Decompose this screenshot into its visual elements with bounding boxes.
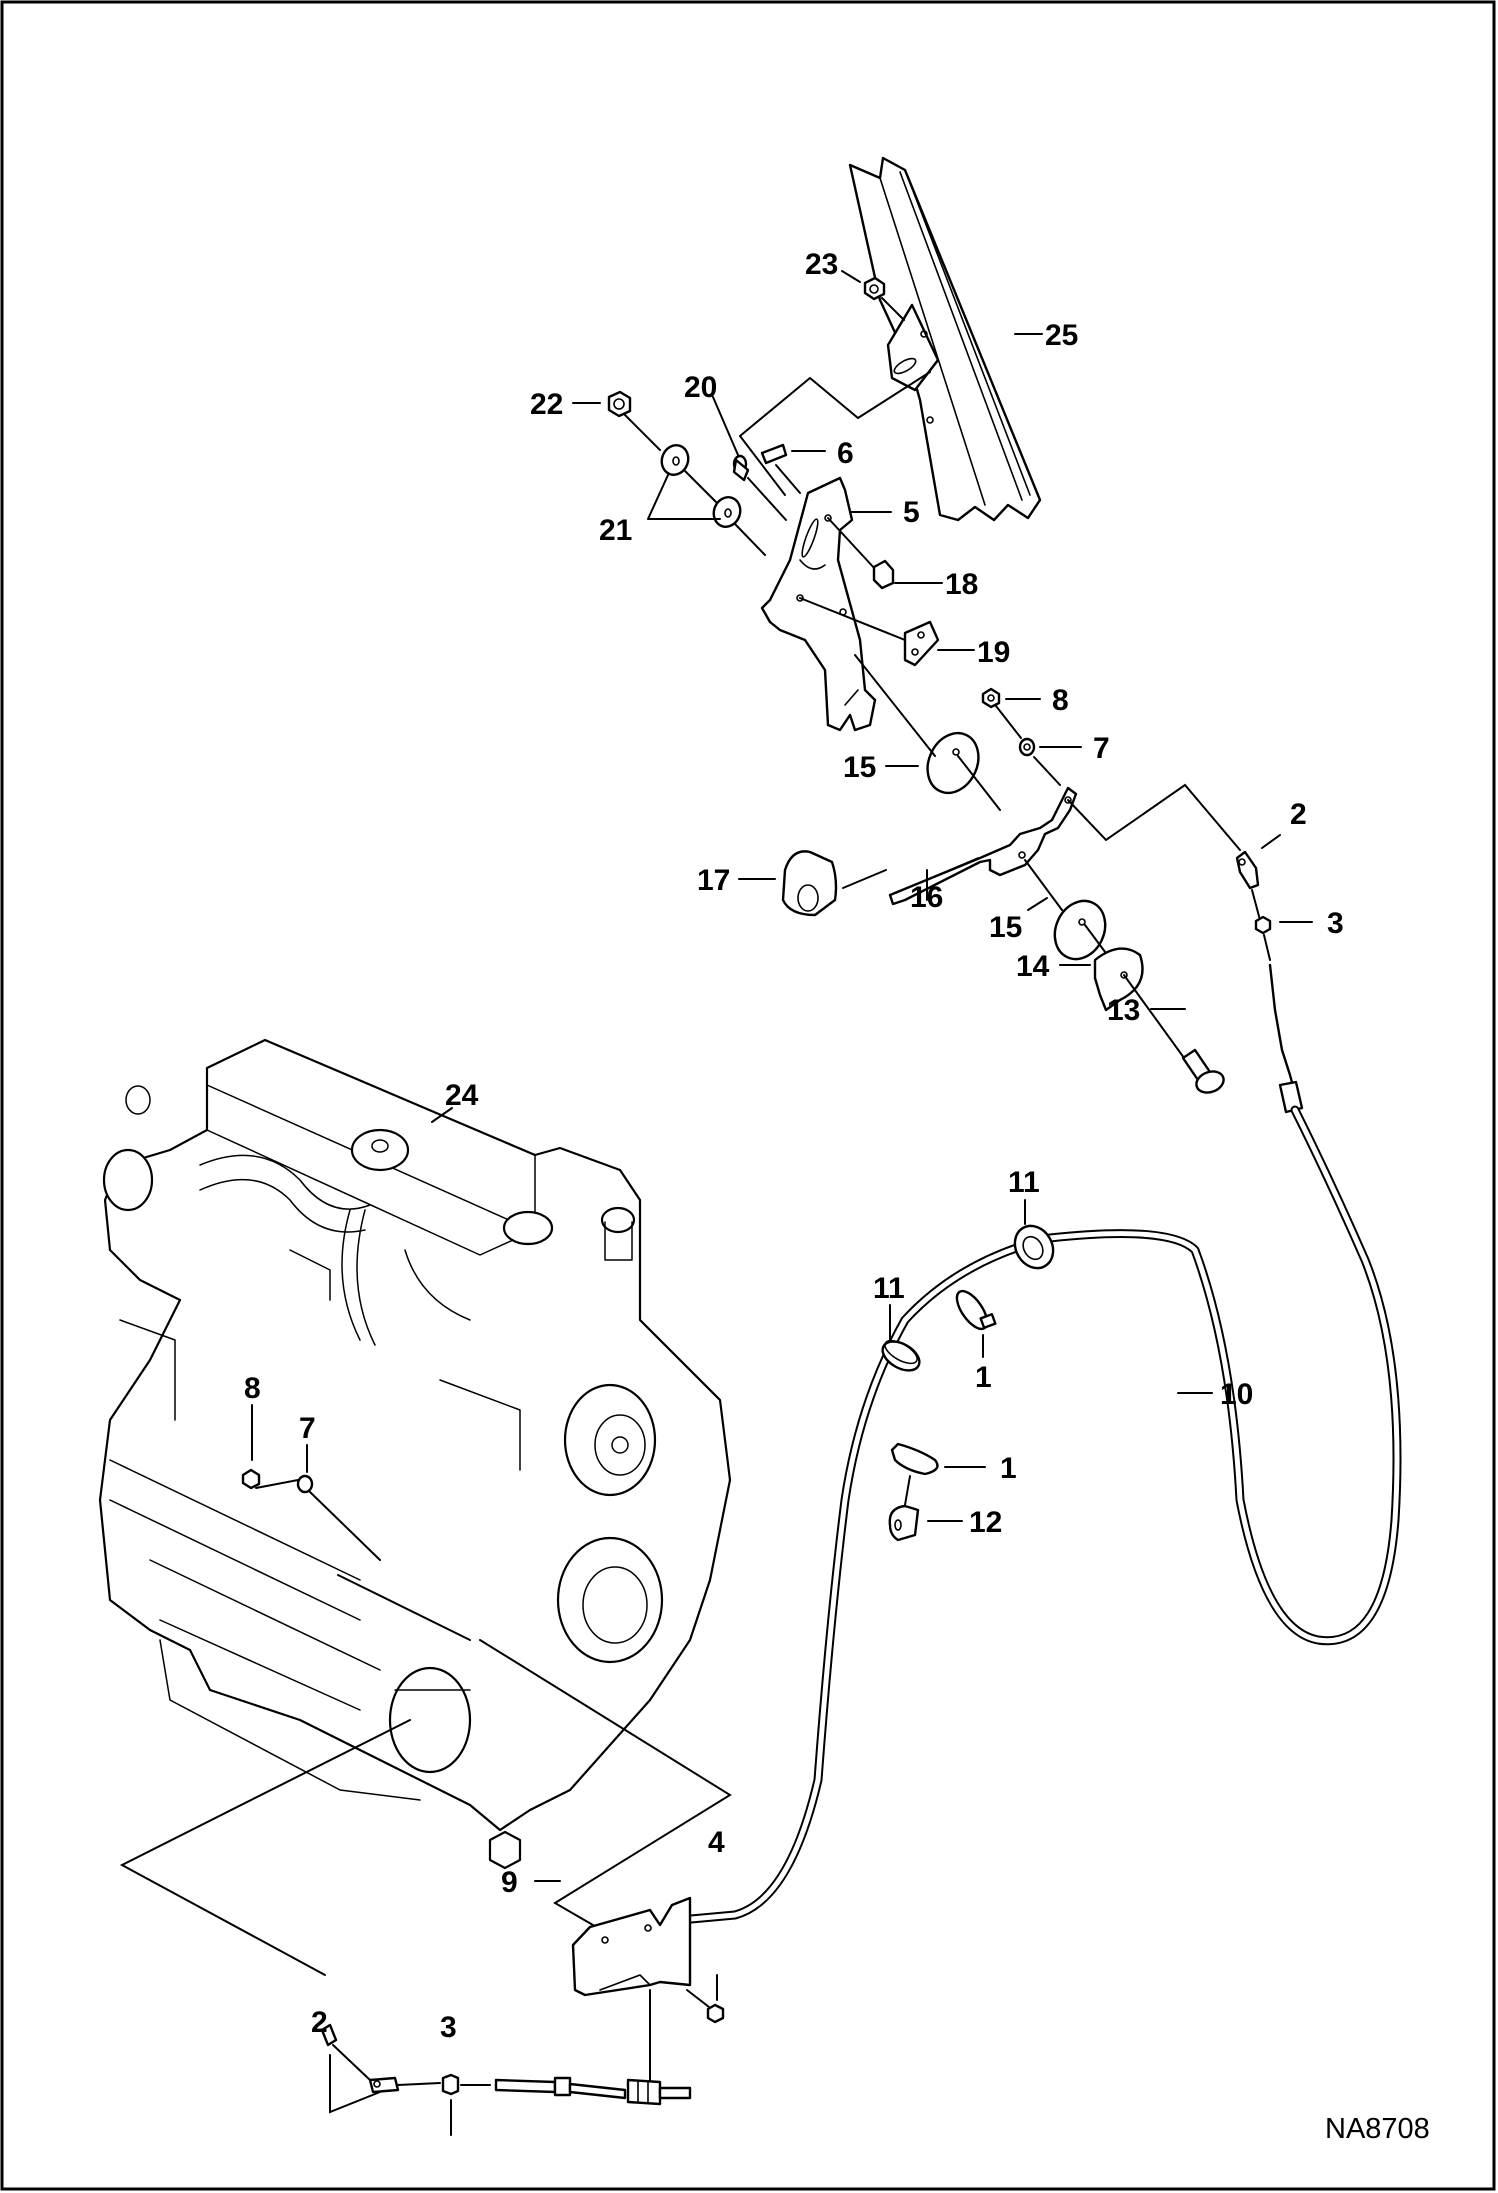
callout-10: 10: [1220, 1378, 1253, 1411]
callout-1-lower: 1: [1000, 1452, 1017, 1485]
nut-washer-engine: [241, 1404, 381, 1561]
assembly-guide-line: [739, 371, 931, 437]
callout-15-upper: 15: [843, 751, 876, 784]
callout-2-upper: 2: [1290, 798, 1307, 831]
cable-mount-bracket: [571, 1896, 710, 2094]
nut-23: [863, 276, 905, 321]
engine-24: [98, 1038, 732, 1870]
cable-end-upper: [1235, 850, 1272, 961]
callout-20: 20: [684, 371, 717, 404]
cable-clamp-12: [888, 1475, 920, 1542]
assembly-guide-line: [119, 1719, 411, 1976]
callout-25: 25: [1045, 319, 1078, 352]
callout-9: 9: [501, 1866, 518, 1899]
spring-plate-14: [1093, 947, 1144, 1012]
callout-7-engine: 7: [299, 1412, 316, 1445]
callout-2-lower: 2: [311, 2006, 328, 2039]
callout-12: 12: [969, 1506, 1002, 1539]
pivot-bolt-20: [732, 454, 787, 521]
spacer-6: [760, 443, 801, 494]
clamp-plate-19: [799, 597, 940, 667]
washers-21: [660, 444, 766, 556]
callout-24: 24: [445, 1079, 479, 1112]
callout-15-lower: 15: [989, 911, 1022, 944]
callout-8-engine: 8: [244, 1372, 261, 1405]
callout-23: 23: [805, 248, 838, 281]
nut-4: [706, 1974, 725, 2024]
callout-3-lower: 3: [440, 2011, 457, 2044]
callout-7-upper: 7: [1093, 732, 1110, 765]
callout-21: 21: [599, 514, 632, 547]
figure-id: NA8708: [1325, 2113, 1430, 2145]
grommet-upper: [1013, 1224, 1055, 1270]
bolt-18: [827, 517, 895, 590]
throttle-cable: [675, 963, 1402, 1925]
cable-tie-upper: [955, 1289, 997, 1331]
callout-1-upper: 1: [975, 1361, 992, 1394]
assembly-guide-line: [1067, 783, 1241, 851]
nut-washer-upper: [981, 687, 1061, 786]
lock-nut-22: [607, 390, 661, 451]
callout-3-upper: 3: [1327, 907, 1344, 940]
callout-5: 5: [903, 496, 920, 529]
callout-leaders: [534, 270, 1313, 1882]
callout-6: 6: [837, 437, 854, 470]
assembly-guide-line: [739, 435, 786, 496]
callout-19: 19: [977, 636, 1010, 669]
cable-end-lower: [320, 2023, 692, 2136]
callout-22: 22: [530, 388, 563, 421]
callout-8-upper: 8: [1052, 684, 1069, 717]
throttle-lever: [888, 786, 1078, 906]
callout-16: 16: [910, 881, 943, 914]
callout-labels: 23 25 22 20 6 5 21 18 19 8 7 15 2 17 16 …: [244, 248, 1344, 2044]
cable-tie-lower: [890, 1442, 939, 1476]
callout-11-lower: 11: [873, 1272, 905, 1305]
throttle-knob: [781, 850, 887, 917]
callout-4: 4: [708, 1826, 725, 1859]
callout-14: 14: [1016, 950, 1050, 983]
assembly-guide-line: [479, 1639, 732, 1933]
callout-11-upper: 11: [1008, 1166, 1040, 1199]
assembly-guide-line: [337, 1574, 471, 1641]
friction-disc-upper: [854, 654, 1001, 811]
callout-17: 17: [697, 864, 730, 897]
grommet-lower: [881, 1339, 921, 1372]
callout-13: 13: [1107, 994, 1140, 1027]
pivot-pin-13: [1123, 974, 1225, 1094]
throttle-bracket: [760, 476, 877, 732]
callout-18: 18: [945, 568, 978, 601]
mounting-rail: [848, 156, 1042, 522]
